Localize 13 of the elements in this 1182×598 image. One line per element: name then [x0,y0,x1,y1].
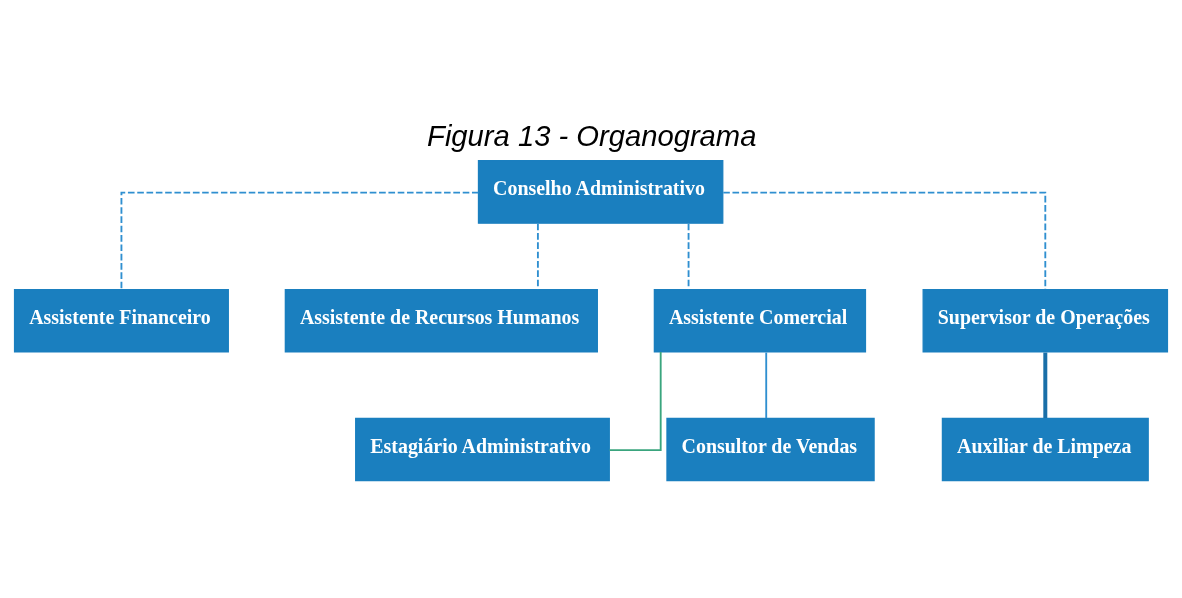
node-box: Assistente Comercial [653,288,867,353]
diagram-title: Figura 13 - Organograma [427,119,757,152]
node-box: Consultor de Vendas [666,417,875,481]
connector [120,191,480,290]
node-box: Estagiário Administrativo [355,417,610,481]
connector [765,351,768,419]
node-box: Conselho Administrativo [477,159,724,224]
node-box: Supervisor de Operações [922,288,1169,353]
node-box: Assistente Financeiro [13,288,229,353]
node-box: Assistente de Recursos Humanos [284,288,598,353]
node-box: Auxiliar de Limpeza [941,417,1149,481]
connector [1043,352,1048,418]
connector [608,350,662,451]
